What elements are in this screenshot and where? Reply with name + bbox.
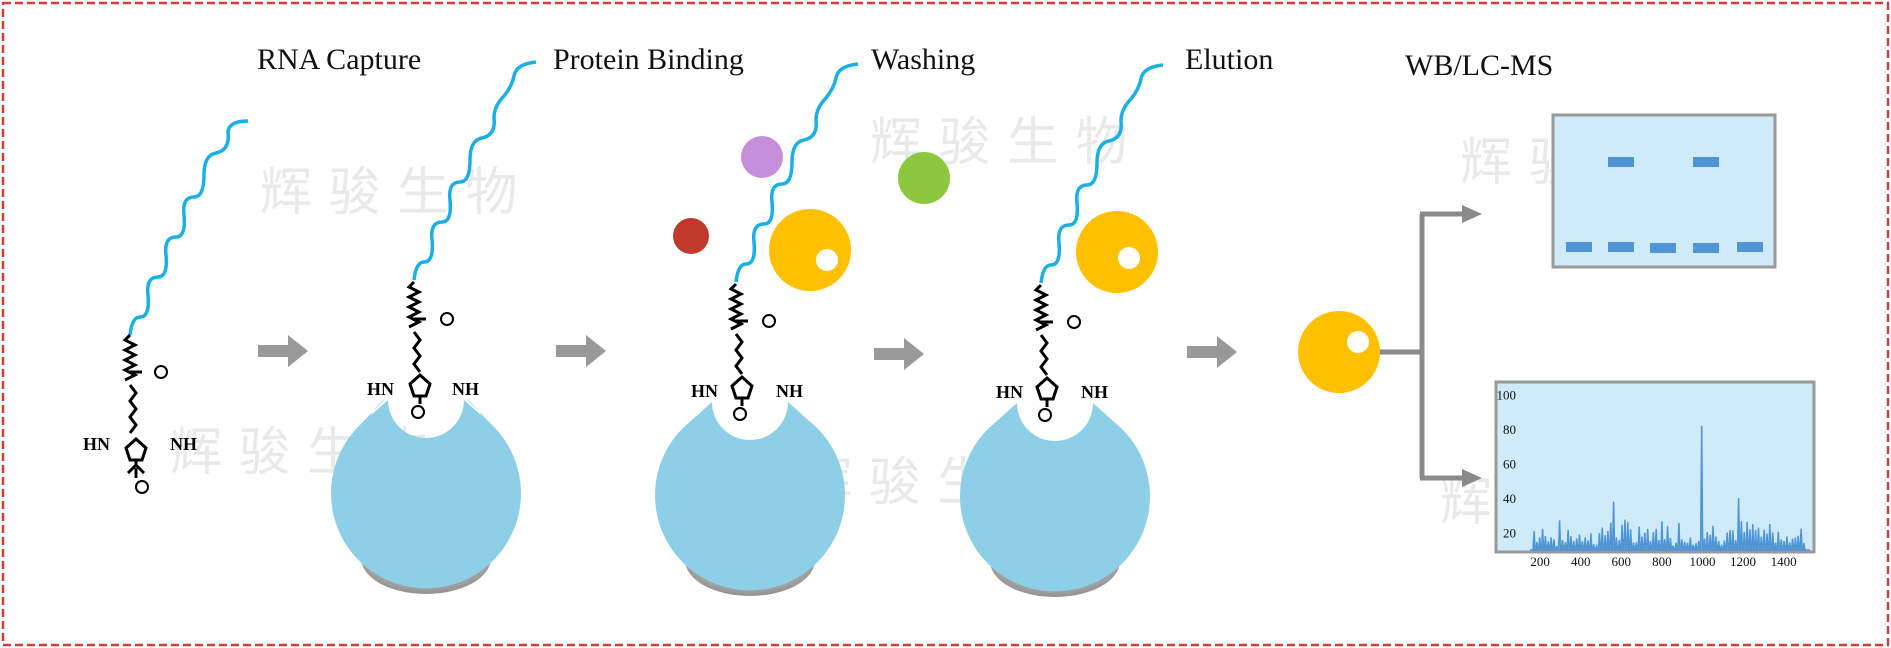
arrow-to-wb-icon [1462,205,1482,223]
step-title-protein-binding: Protein Binding [553,43,744,76]
step-title-washing: Washing [871,43,975,76]
spectrum-x-tick-label: 400 [1571,554,1591,569]
rna-strand-icon [734,62,859,283]
branch-arrows [1380,205,1482,487]
spectrum-peaks [1530,425,1810,551]
wb-band [1608,242,1634,252]
capture-assembly-2: HN NH [655,62,859,596]
flow-arrow-1-icon [258,335,308,367]
protein-highlight [816,249,838,271]
spectrum-x-ticks: 200 400 600 800 1000 1200 1400 [1530,554,1796,569]
hn-label: HN [367,379,394,399]
biotin-molecule-icon [1032,283,1081,422]
lcms-spectrum-panel: 200 400 600 800 1000 1200 1400 20 40 60 80 100 [1494,380,1816,569]
capture-assembly-3: HN NH [960,63,1164,597]
flow-arrow-3-icon [874,338,924,370]
nh-label: NH [452,379,479,399]
biotin-molecule-icon [727,282,776,421]
hn-label: HN [691,381,718,401]
streptavidin-icon [655,402,845,591]
spectrum-x-tick-label: 200 [1530,554,1550,569]
wb-band [1693,157,1719,167]
spectrum-y-ticks: 20 40 60 80 100 [1497,388,1517,541]
spectrum-x-tick-label: 800 [1652,554,1672,569]
target-protein-icon [1298,311,1380,393]
spectrum-x-tick-label: 1200 [1730,554,1756,569]
western-blot-panel [1551,113,1777,269]
nonspecific-protein-purple-icon [741,136,783,178]
streptavidin-icon [331,400,521,589]
spectrum-y-tick-label: 100 [1497,388,1517,403]
nonspecific-protein-green-icon [898,152,950,204]
streptavidin-icon [960,403,1150,592]
target-protein-icon [769,209,851,291]
protein-highlight [1118,247,1140,269]
step-title-elution: Elution [1185,43,1273,76]
flow-arrow-2-icon [556,335,606,367]
spectrum-trace [1530,425,1810,551]
free-biotin-rna: HN NH [83,119,249,494]
eluted-protein [1298,311,1380,393]
western-blot-membrane [1551,113,1777,269]
spectrum-x-tick-label: 1000 [1689,554,1715,569]
hn-label: HN [83,434,110,454]
watermark-text-1: 辉 骏 生 物 [260,163,518,223]
step-title-wb-lcms: WB/LC-MS [1405,49,1553,82]
nonspecific-protein-red-icon [673,218,709,254]
hn-label: HN [996,382,1023,402]
protein-highlight [1347,331,1369,353]
spectrum-y-tick-label: 40 [1503,491,1516,506]
wb-band [1608,157,1634,167]
spectrum-x-tick-label: 600 [1612,554,1632,569]
spectrum-y-tick-label: 20 [1503,526,1516,541]
spectrum-x-tick-label: 1400 [1771,554,1797,569]
rna-strand-icon [412,60,537,281]
flow-arrows [258,335,1237,370]
target-protein-icon [1076,211,1158,293]
biotin-molecule-icon [121,333,168,494]
arrow-to-lcms-icon [1462,469,1482,487]
flow-arrow-4-icon [1187,336,1237,368]
nh-label: NH [1081,382,1108,402]
spectrum-y-tick-label: 80 [1503,422,1516,437]
wb-band [1693,243,1719,253]
wb-band [1650,243,1676,253]
nh-label: NH [170,434,197,454]
rna-strand-icon [1039,63,1164,284]
rna-strand-icon [128,119,249,336]
capture-assembly-1: HN NH [331,60,537,594]
wb-band [1737,242,1763,252]
step-title-rna-capture: RNA Capture [257,43,421,76]
wb-band [1566,242,1592,252]
biotin-molecule-icon [405,280,454,419]
spectrum-plot-area [1494,380,1816,554]
nh-label: NH [776,381,803,401]
spectrum-y-tick-label: 60 [1503,457,1516,472]
